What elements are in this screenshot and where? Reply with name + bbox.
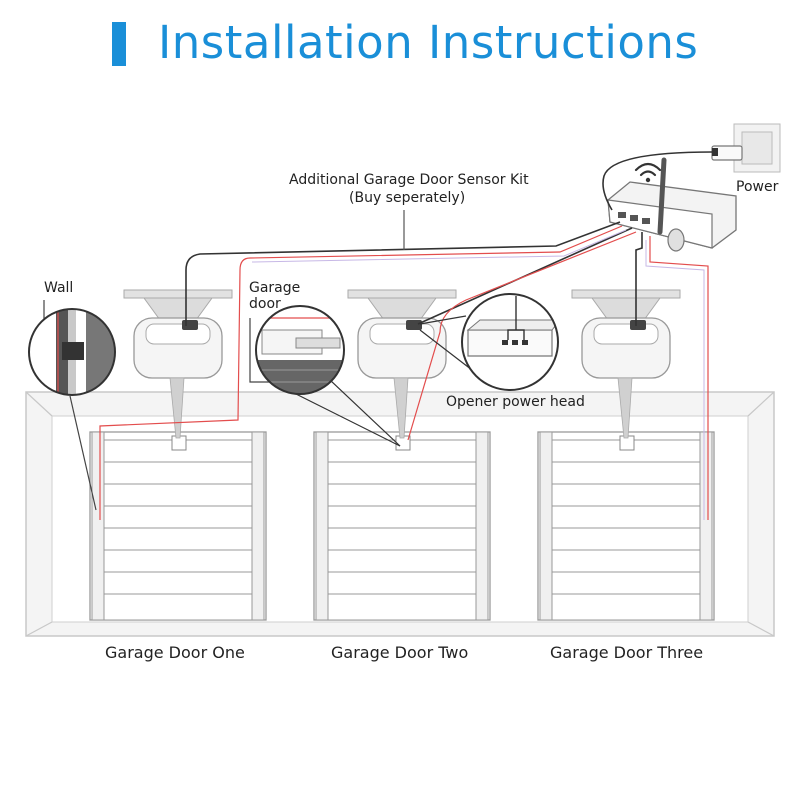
wall-label: Wall xyxy=(44,280,74,296)
sensor-kit-label: Additional Garage Door Sensor Kit xyxy=(289,172,529,188)
opener-one xyxy=(123,289,233,439)
hub-device xyxy=(607,157,737,252)
wall-detail-magnifier xyxy=(28,300,116,511)
garage-door-two xyxy=(313,431,491,621)
garage-door-three xyxy=(537,431,715,621)
door-one-label: Garage Door One xyxy=(105,643,245,662)
garage-door-label-line2: door xyxy=(249,296,281,312)
page-title: Installation Instructions xyxy=(158,16,699,69)
opener-power-head-magnifier xyxy=(419,293,559,391)
opener-power-head-label: Opener power head xyxy=(446,394,585,410)
buy-separately-label: (Buy seperately) xyxy=(349,190,466,206)
garage-door-one xyxy=(89,431,267,621)
title-accent-bar xyxy=(112,22,126,66)
garage-door-label-line1: Garage xyxy=(249,280,301,296)
opener-three xyxy=(571,289,681,439)
door-two-label: Garage Door Two xyxy=(331,643,469,662)
power-outlet xyxy=(711,123,781,173)
door-three-label: Garage Door Three xyxy=(550,643,704,662)
sensor-wires xyxy=(99,151,713,520)
wifi-icon xyxy=(634,162,662,183)
power-label: Power xyxy=(736,179,779,195)
